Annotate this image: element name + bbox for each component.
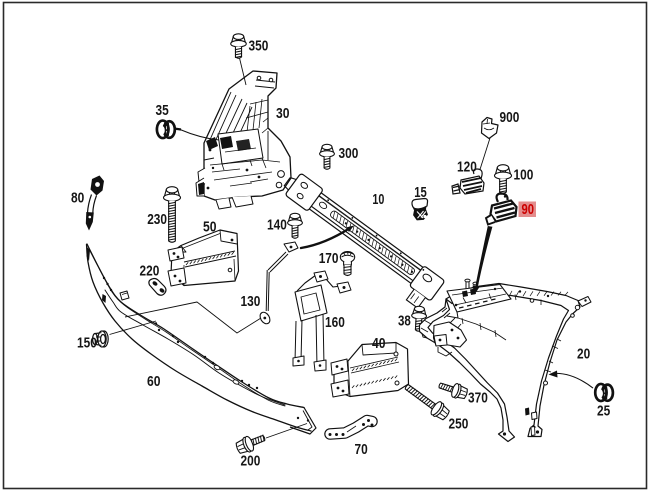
svg-text:25: 25 — [597, 403, 610, 420]
svg-text:140: 140 — [267, 217, 287, 234]
svg-text:15: 15 — [414, 184, 427, 201]
svg-text:350: 350 — [249, 38, 269, 55]
svg-text:300: 300 — [339, 145, 359, 162]
svg-text:70: 70 — [355, 441, 368, 458]
svg-text:40: 40 — [372, 335, 386, 352]
svg-text:80: 80 — [71, 190, 84, 207]
svg-text:250: 250 — [449, 416, 469, 433]
svg-text:900: 900 — [500, 109, 520, 126]
svg-text:50: 50 — [203, 219, 217, 236]
svg-text:150: 150 — [77, 335, 97, 352]
svg-text:160: 160 — [325, 314, 345, 331]
svg-text:35: 35 — [156, 102, 169, 119]
svg-text:170: 170 — [319, 250, 339, 267]
svg-text:220: 220 — [140, 263, 160, 280]
svg-text:10: 10 — [372, 191, 384, 208]
svg-text:60: 60 — [147, 373, 161, 390]
svg-text:370: 370 — [468, 390, 488, 407]
svg-text:20: 20 — [577, 346, 590, 363]
svg-text:120: 120 — [457, 159, 477, 176]
svg-text:130: 130 — [241, 293, 261, 310]
svg-text:90: 90 — [522, 201, 535, 218]
svg-text:30: 30 — [276, 105, 290, 122]
svg-text:200: 200 — [241, 453, 261, 470]
svg-text:38: 38 — [398, 313, 411, 330]
svg-text:230: 230 — [147, 211, 167, 228]
svg-text:100: 100 — [514, 167, 534, 184]
